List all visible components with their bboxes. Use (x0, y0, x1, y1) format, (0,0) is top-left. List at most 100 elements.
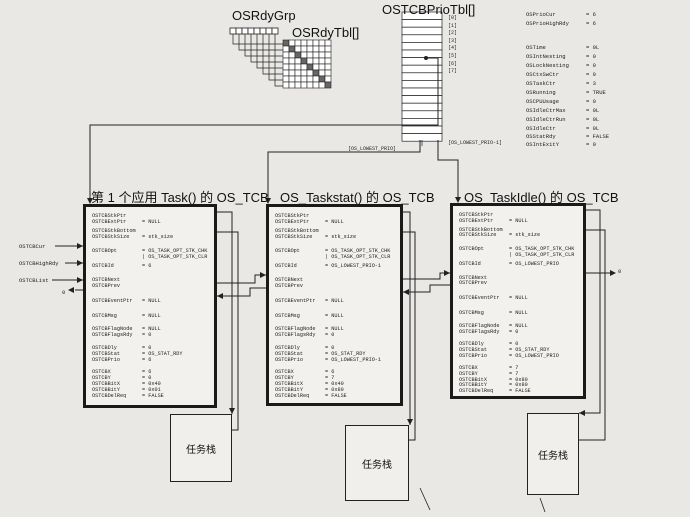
tcb-field-name: OSTCBDelReq (275, 393, 310, 399)
global-var-name: OSRunning (526, 89, 556, 96)
global-var-value: = 0L (586, 107, 600, 114)
prio-tbl-cell (401, 110, 443, 119)
rdy-grp-link (238, 34, 283, 51)
tcb-field-name: OSTCBOpt (275, 248, 300, 254)
tcb-field-value: = NULL (325, 313, 344, 319)
arrow-head (68, 287, 74, 293)
tcb-field-name: OSTCBStkBottom (275, 228, 319, 234)
tcb-field-name: OSTCBMsg (92, 313, 117, 319)
tcb-title-taskidle: OS_TaskIdle() 的 OS_TCB (464, 190, 619, 205)
tcb-field-value: = stk_size (509, 232, 541, 238)
global-var-value: = FALSE (586, 133, 610, 140)
prio-to-taskidle (437, 140, 459, 198)
tcb-field-value: = OS_LOWEST_PRIO (509, 261, 559, 267)
tcb-field-name: OSTCBY (275, 375, 294, 381)
tcb-field-name: OSTCBOpt (459, 246, 484, 252)
tcb-field-value: = 7 (509, 371, 519, 377)
tcb-field-name: OSTCBBitY (275, 387, 304, 393)
rdy-tbl-cell (288, 57, 296, 65)
rdy-tbl-cell (306, 45, 314, 53)
tcb-field-value: = 0x80 (509, 382, 528, 388)
rdy-grp-cell (235, 27, 243, 35)
tcb-field-name: OSTCBMsg (459, 310, 484, 316)
rdy-tbl-cell (294, 39, 302, 47)
prio-to-taskstat (267, 140, 421, 198)
rdy-tbl-cell (294, 45, 302, 53)
global-var-value: = 0L (586, 44, 600, 51)
rdy-tbl-cell (300, 39, 308, 47)
arrow-head (407, 419, 413, 425)
tcb-field-value: = 7 (325, 375, 335, 381)
null-mark-right: 0 (618, 268, 622, 275)
global-var-name: OSIdleCtrMax (526, 107, 566, 114)
prio-index: [6] (448, 60, 458, 67)
tcb-field-name: OSTCBX (92, 369, 111, 375)
tcb-field-name: OSTCBExtPtr (459, 218, 494, 224)
arrow-head (579, 410, 585, 416)
tcb-field-name: OSTCBExtPtr (92, 219, 127, 225)
rdy-tbl-cell (312, 51, 320, 59)
tcb-field-value: = FALSE (509, 388, 531, 394)
rdy-grp-link (274, 34, 283, 87)
tcb-field-name: OSTCBStat (275, 351, 304, 357)
rdy-tbl-cell (282, 45, 290, 53)
tcb-field-name: OSTCBStkSize (92, 234, 130, 240)
rdy-tbl-cell (306, 75, 314, 83)
global-var-value: = 0 (586, 141, 596, 148)
prio-index: [1] (448, 22, 458, 29)
rdy-tbl-cell (282, 81, 290, 89)
tcb-field-value: = NULL (509, 310, 528, 316)
rdy-tbl-cell (324, 45, 332, 53)
rdy-grp-link (268, 34, 283, 81)
tcb-field-value: = NULL (325, 219, 344, 225)
global-var-value: = 0 (586, 62, 596, 69)
rdy-tbl-cell (324, 63, 332, 71)
rdy-tbl-cell (312, 63, 320, 71)
rdy-tbl-cell (294, 57, 302, 65)
tcb-field-name: OSTCBY (459, 371, 478, 377)
prio-tbl-cell (401, 26, 443, 36)
tcb-field-name: OSTCBPrio (459, 353, 488, 359)
tcb-field-name: OSTCBNext (275, 277, 304, 283)
ostcblist-label: OSTCBList (19, 277, 49, 284)
tcb-field-name: OSTCBPrev (92, 283, 121, 289)
tcb-title-taskstat: OS_Taskstat() 的 OS_TCB (280, 190, 435, 205)
rdy-tbl-cell (282, 39, 290, 47)
tcb-field-name: OSTCBPrev (459, 280, 488, 286)
tcb-field-value: = NULL (142, 313, 161, 319)
rdy-tbl-cell (318, 69, 326, 77)
prio-tbl-label: OSTCBPrioTbl[] (382, 2, 476, 17)
prio-index: [5] (448, 53, 458, 59)
rdy-tbl-cell (300, 51, 308, 59)
rdy-tbl-cell (324, 81, 332, 89)
arrow-head (77, 243, 83, 249)
prio-index: [7] (448, 68, 458, 75)
rdy-tbl-cell (306, 51, 314, 59)
rdy-tbl-cell (288, 81, 296, 89)
rdy-tbl-cell (282, 51, 290, 59)
rdy-grp-cell (247, 27, 255, 35)
rdy-tbl-cell (312, 57, 320, 65)
global-var-name: OSPrioCur (526, 11, 556, 18)
rdy-tbl-cell (300, 45, 308, 53)
tcb-field-name: OSTCBOpt (92, 248, 117, 254)
tcb-field-name: OSTCBPrev (275, 283, 304, 289)
global-var-name: OSStatRdy (526, 133, 556, 140)
global-var-value: = 6 (586, 11, 596, 18)
tcb-field-value: = NULL (325, 326, 344, 332)
rdy-tbl-cell (288, 39, 296, 47)
rdy-tbl-cell (288, 51, 296, 59)
task-stack-taskidle: 任务栈 (527, 413, 579, 495)
tcb-field-value: = 6 (142, 357, 152, 363)
rdy-tbl-cell (306, 63, 314, 71)
tcb-field-value: = OS_LOWEST_PRIO (509, 353, 559, 359)
tcb-field-name: OSTCBDelReq (459, 388, 494, 394)
tcb-field-name: OSTCBDly (459, 341, 484, 347)
tcb-field-name: OSTCBStkSize (459, 232, 497, 238)
ostcbcur-label: OSTCBCur (19, 243, 46, 250)
global-var-name: OSTime (526, 44, 546, 51)
tcb-field-name: OSTCBBitX (459, 377, 488, 383)
prio-tbl-cell (401, 80, 443, 89)
prio-lowest-label: [OS_LOWEST_PRIO] (348, 146, 397, 152)
tcb-field-value: = 0 (509, 329, 519, 335)
